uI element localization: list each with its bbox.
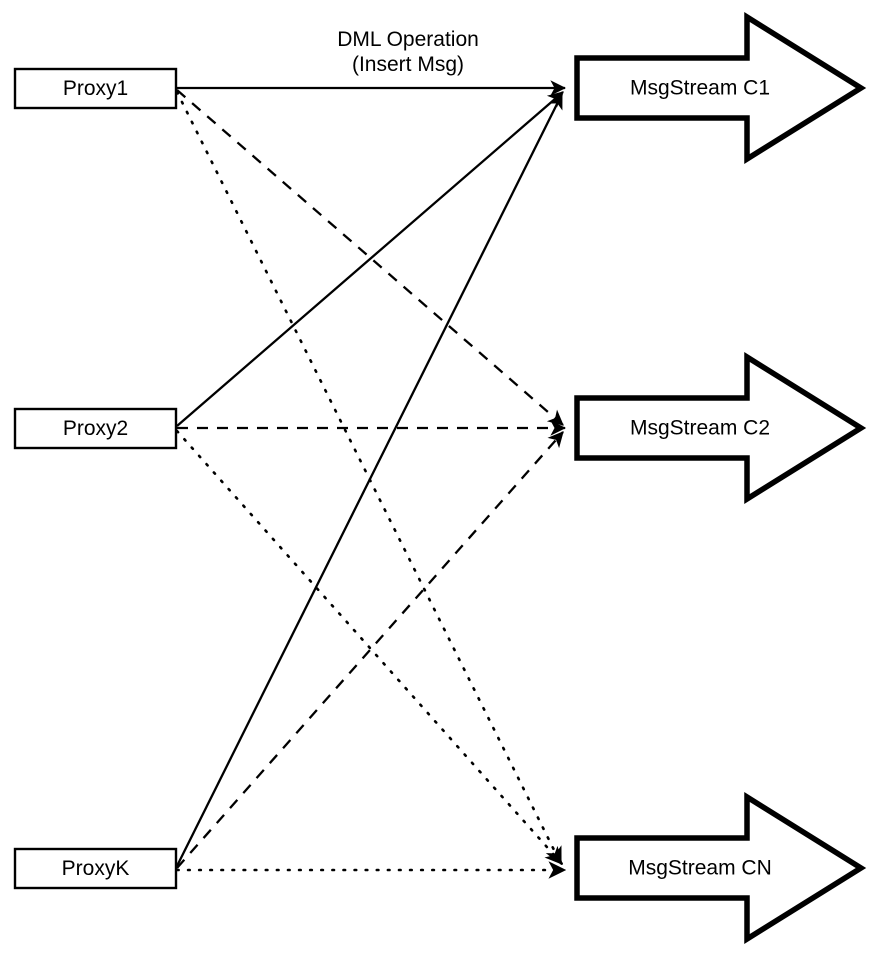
proxy1-label: Proxy1 [63, 77, 128, 100]
edge-label-dml-operation: DML Operation (Insert Msg) [337, 28, 479, 76]
edge-label-line2: (Insert Msg) [352, 53, 464, 76]
stream-node-c2[interactable]: MsgStream C2 [574, 352, 867, 504]
edge-proxy2-to-c1 [176, 91, 564, 427]
edge-proxyk-to-c1 [175, 93, 564, 867]
msgstream-cn-arrow-shape[interactable] [574, 792, 867, 944]
proxyk-box[interactable] [13, 847, 178, 890]
edge-group-proxy2 [175, 91, 567, 866]
edge-proxyk-to-c2 [176, 431, 564, 869]
stream-node-cn[interactable]: MsgStream CN [574, 792, 867, 944]
edge-proxy1-to-cn [175, 90, 563, 866]
proxyk-label: ProxyK [62, 857, 130, 880]
proxy1-box[interactable] [13, 67, 178, 110]
msgstream-cn-label: MsgStream CN [628, 857, 772, 880]
edge-proxy2-to-cn [175, 429, 564, 866]
msgstream-c2-arrow-shape[interactable] [574, 352, 867, 504]
proxy-node-proxyk[interactable]: ProxyK [13, 847, 178, 890]
msgstream-c1-arrow-shape[interactable] [574, 12, 867, 164]
proxy-node-proxy1[interactable]: Proxy1 [13, 67, 178, 110]
edge-group-proxy1 [175, 80, 567, 866]
proxy2-label: Proxy2 [63, 417, 128, 440]
edge-proxy1-to-c2 [176, 89, 564, 426]
proxy2-box[interactable] [13, 407, 178, 450]
stream-node-c1[interactable]: MsgStream C1 [574, 12, 867, 164]
proxy-node-proxy2[interactable]: Proxy2 [13, 407, 178, 450]
edge-group-proxyk [175, 93, 567, 879]
msgstream-c2-label: MsgStream C2 [630, 417, 770, 440]
msgstream-c1-label: MsgStream C1 [630, 77, 770, 100]
edge-label-line1: DML Operation [337, 28, 479, 51]
